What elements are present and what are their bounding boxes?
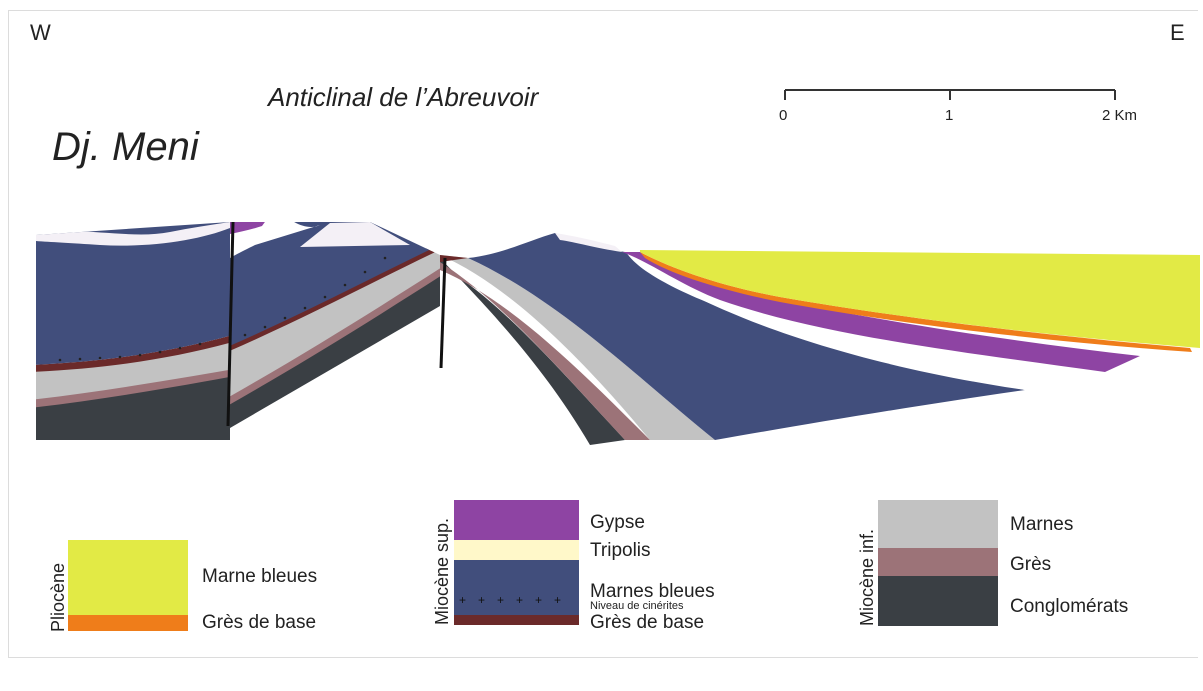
location-name: Dj. Meni — [52, 125, 200, 169]
marnes-bleues-layer — [36, 222, 230, 365]
scale-tick-2: 2 Km — [1102, 107, 1137, 124]
west-label: W — [30, 20, 51, 45]
svg-text:+: + — [478, 593, 485, 607]
gypse-layer — [622, 252, 1140, 372]
swatch-gres-de-base — [454, 615, 579, 625]
legend-pliocene: Pliocène Marne bleues Grès de base — [48, 540, 317, 633]
cinerites-markers — [58, 256, 387, 362]
swatch-tripolis — [454, 540, 579, 560]
marnes-bleues-east-layer — [468, 233, 1025, 440]
marnes-miocene-inf-layer — [36, 338, 230, 400]
label-niveau-cinerites: Niveau de cinérites — [590, 600, 684, 612]
scale-tick-0: 0 — [779, 107, 787, 124]
label-marnes: Marnes — [1010, 514, 1073, 535]
label-gres-de-base-pliocene: Grès de base — [202, 612, 316, 633]
swatch-gres — [878, 548, 998, 576]
svg-text:+: + — [516, 593, 523, 607]
label-conglomerats: Conglomérats — [1010, 596, 1128, 617]
east-label: E — [1170, 20, 1185, 45]
fault-central — [439, 257, 447, 369]
label-marnes-bleues: Marnes bleues — [590, 581, 715, 602]
conglomerats-layer — [36, 368, 230, 440]
swatch-marnes — [878, 500, 998, 548]
period-miocene-inf: Miocène inf. — [857, 529, 877, 626]
scale-bar: 0 1 2 Km — [779, 89, 1137, 124]
svg-text:+: + — [554, 593, 561, 607]
svg-text:+: + — [459, 593, 466, 607]
cinerites-legend-markers: + + + + + + — [459, 593, 561, 607]
tripolis-layer — [36, 222, 230, 246]
block-east — [468, 233, 1200, 440]
frame-top-border — [8, 10, 1198, 11]
frame-bottom-border — [8, 657, 1198, 658]
gres-de-base-miocene-sup-layer — [36, 333, 230, 372]
block-central-west — [230, 222, 440, 428]
block-west — [36, 222, 230, 440]
swatch-marne-bleues — [68, 540, 188, 615]
swatch-gypse — [454, 500, 579, 540]
swatch-marnes-bleues — [454, 560, 579, 615]
swatch-gres-de-base — [68, 615, 188, 631]
label-gres-de-base-miocene: Grès de base — [590, 612, 704, 633]
label-tripolis: Tripolis — [590, 540, 651, 561]
east-limb — [440, 255, 715, 445]
marne-bleues-pliocene-layer — [640, 250, 1200, 348]
legend-miocene-inf: Miocène inf. Marnes Grès Conglomérats — [857, 500, 1128, 626]
legend-miocene-sup: + + + + + + Miocène sup. Gypse Tripolis … — [432, 500, 715, 633]
swatch-conglomerats — [878, 576, 998, 626]
label-marne-bleues: Marne bleues — [202, 566, 317, 587]
period-miocene-sup: Miocène sup. — [432, 518, 452, 625]
label-gres: Grès — [1010, 554, 1051, 575]
svg-text:+: + — [497, 593, 504, 607]
period-pliocene: Pliocène — [48, 563, 68, 632]
label-gypse: Gypse — [590, 512, 645, 533]
section-title: Anticlinal de l’Abreuvoir — [266, 82, 540, 112]
frame-left-border — [8, 10, 9, 658]
scale-tick-1: 1 — [945, 107, 953, 124]
fault-west — [226, 221, 235, 427]
svg-text:+: + — [535, 593, 542, 607]
